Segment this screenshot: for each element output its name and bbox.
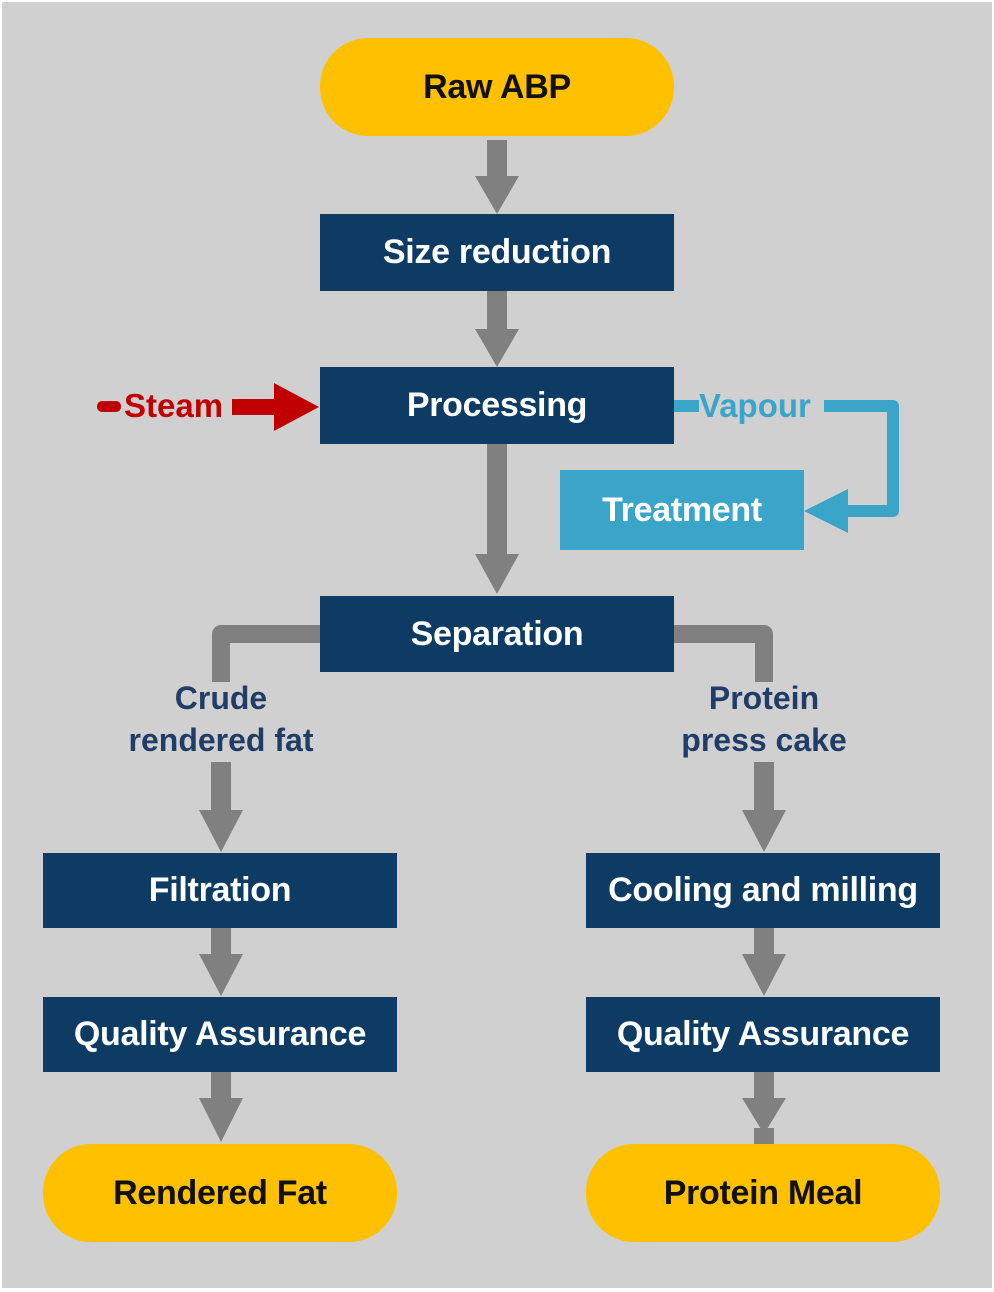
- quality-assurance-right-node: Quality Assurance: [586, 997, 940, 1072]
- processing-node: Processing: [320, 367, 674, 444]
- rendered-fat-node: Rendered Fat: [43, 1144, 397, 1242]
- crude-fat-line-1: Crude: [174, 680, 268, 716]
- steam-label: Steam: [124, 387, 224, 424]
- vapour-arrow: [673, 400, 899, 533]
- arrow-qa-to-meal: [742, 1072, 786, 1146]
- arrow-cooling-to-qa: [742, 928, 786, 996]
- arrow-size-to-processing: [475, 291, 519, 367]
- arrow-qa-to-fat: [199, 1072, 243, 1142]
- arrow-separation-to-cake: [674, 625, 786, 852]
- treatment-node: Treatment: [560, 470, 804, 550]
- steam-arrow: [97, 383, 319, 431]
- cooling-milling-node: Cooling and milling: [586, 853, 940, 928]
- protein-meal-node: Protein Meal: [586, 1144, 940, 1242]
- press-cake-line-2: press cake: [681, 722, 847, 758]
- crude-fat-line-2: rendered fat: [128, 722, 314, 758]
- vapour-label: Vapour: [699, 387, 811, 424]
- crude-fat-label: Crude rendered fat: [71, 677, 371, 761]
- arrow-separation-to-fat: [199, 625, 320, 852]
- filtration-node: Filtration: [43, 853, 397, 928]
- separation-node: Separation: [320, 596, 674, 672]
- arrow-raw-to-size: [475, 140, 519, 214]
- press-cake-line-1: Protein: [708, 680, 820, 716]
- raw-abp-node: Raw ABP: [320, 38, 674, 136]
- size-reduction-node: Size reduction: [320, 214, 674, 291]
- arrow-filtration-to-qa: [199, 928, 243, 996]
- quality-assurance-left-node: Quality Assurance: [43, 997, 397, 1072]
- arrow-processing-to-separation: [475, 444, 519, 594]
- press-cake-label: Protein press cake: [614, 677, 914, 761]
